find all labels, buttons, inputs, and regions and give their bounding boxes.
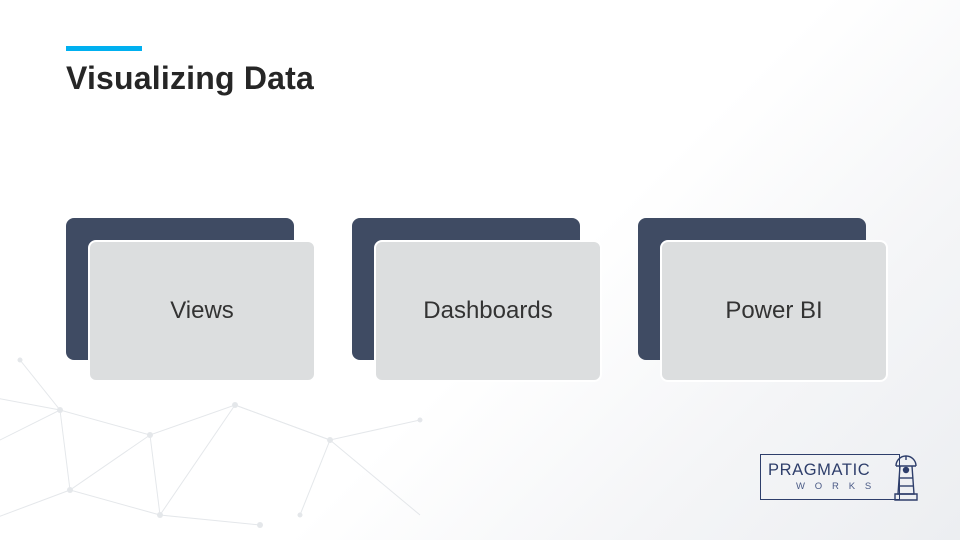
card-front-panel: Power BI: [660, 240, 888, 382]
card-row: Views Dashboards Power BI: [66, 218, 896, 393]
card-label: Dashboards: [423, 296, 553, 324]
card-views[interactable]: Views: [66, 218, 316, 390]
lighthouse-icon: [894, 455, 918, 501]
card-front-panel: Views: [88, 240, 316, 382]
card-front-panel: Dashboards: [374, 240, 602, 382]
card-label: Views: [170, 296, 234, 324]
page-title: Visualizing Data: [66, 60, 315, 96]
card-power-bi[interactable]: Power BI: [638, 218, 888, 390]
card-label: Power BI: [725, 296, 823, 324]
pragmatic-works-logo: PRAGMATIC W O R K S: [760, 448, 926, 506]
card-dashboards[interactable]: Dashboards: [352, 218, 602, 390]
logo-primary-text: PRAGMATIC: [768, 461, 871, 479]
logo-secondary-text: W O R K S: [796, 481, 875, 492]
title-accent-rule: [66, 46, 142, 51]
